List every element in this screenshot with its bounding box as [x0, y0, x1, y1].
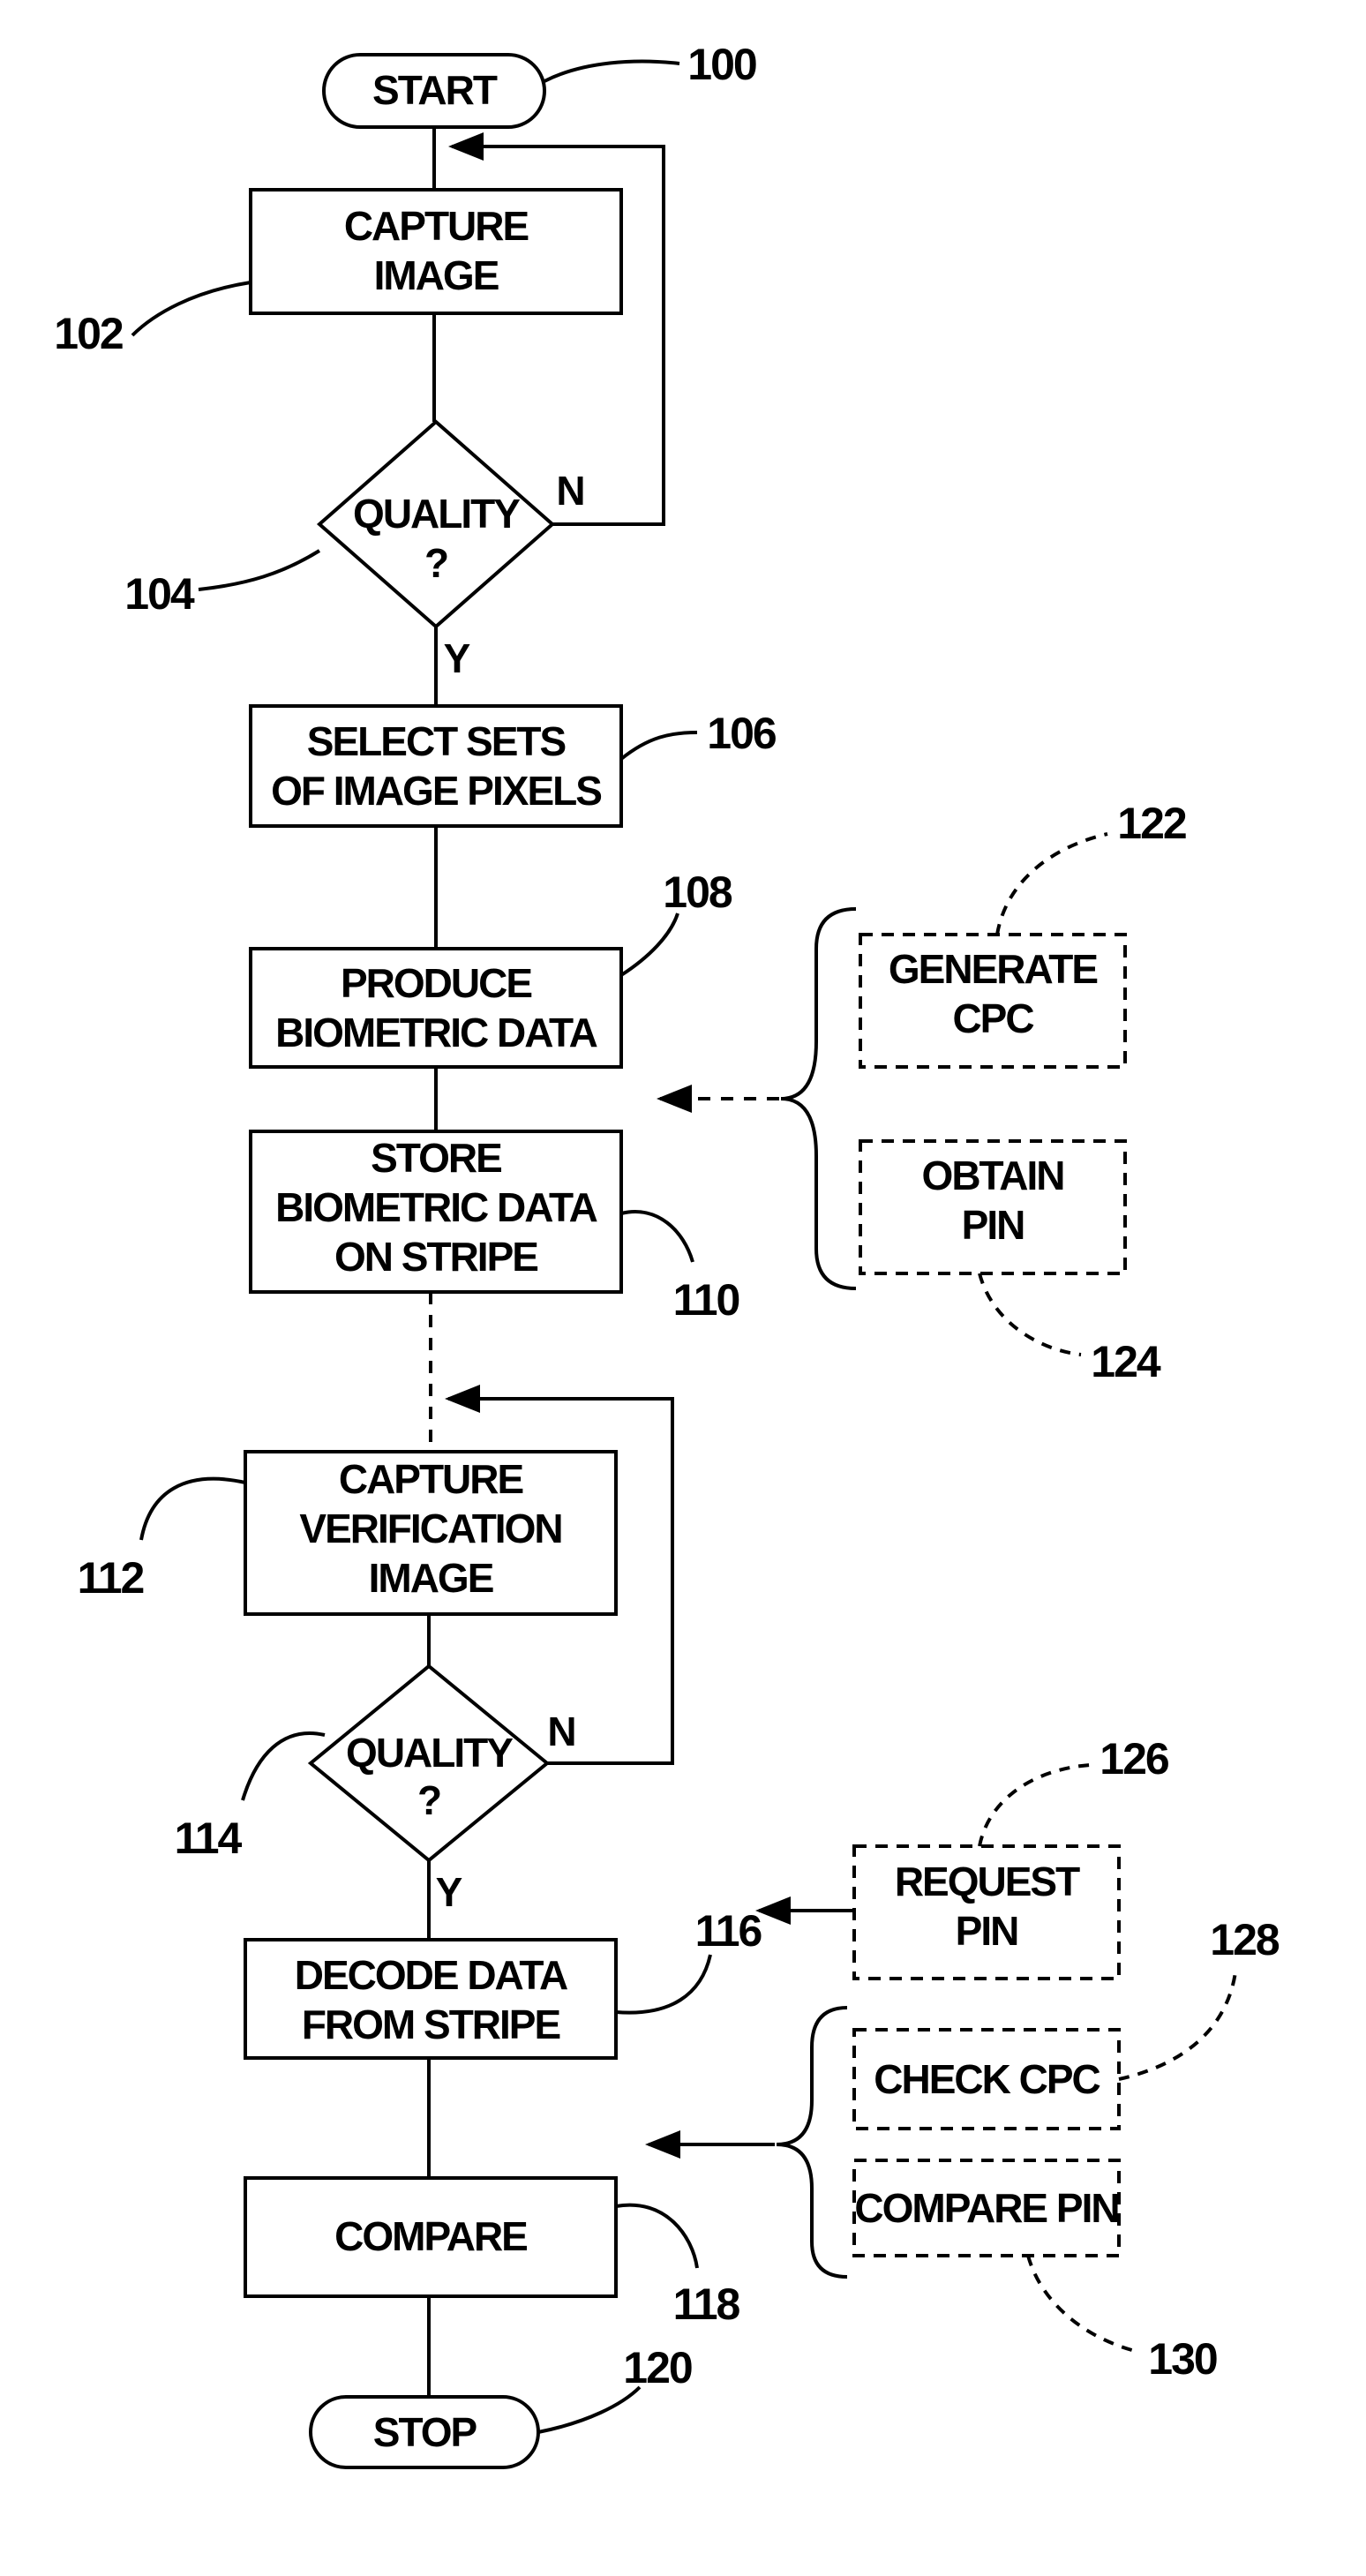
leader-102 — [132, 282, 251, 335]
check-cpc-label: CHECK CPC — [874, 2056, 1100, 2102]
leader-124 — [979, 1273, 1081, 1355]
ref-130: 130 — [1148, 2334, 1217, 2384]
ref-104: 104 — [124, 569, 195, 619]
ref-122: 122 — [1117, 799, 1186, 848]
store-biometric-label: ON STRIPE — [334, 1234, 537, 1280]
ref-102: 102 — [54, 309, 123, 358]
leader-110 — [621, 1212, 693, 1262]
ref-126: 126 — [1100, 1734, 1168, 1784]
leader-100 — [544, 61, 679, 81]
obtain-pin-label: PIN — [962, 1202, 1024, 1248]
quality-2-yes-label: Y — [436, 1869, 462, 1915]
produce-biometric-label: BIOMETRIC DATA — [275, 1010, 597, 1055]
brace-2 — [777, 2008, 847, 2277]
capture-image-label: IMAGE — [374, 252, 499, 298]
obtain-pin-label: OBTAIN — [922, 1153, 1064, 1198]
generate-cpc-label: CPC — [952, 995, 1033, 1041]
ref-124: 124 — [1091, 1337, 1161, 1386]
capture-verification-label: VERIFICATION — [299, 1506, 561, 1551]
request-pin-label: REQUEST — [895, 1859, 1080, 1904]
select-sets-label: OF IMAGE PIXELS — [271, 768, 601, 814]
quality-2-no-label: N — [547, 1709, 574, 1754]
ref-128: 128 — [1210, 1915, 1280, 1964]
leader-108 — [621, 913, 678, 975]
capture-image-label: CAPTURE — [344, 203, 529, 249]
quality-1-no-label: N — [556, 468, 583, 514]
start-label: START — [372, 67, 498, 113]
leader-130 — [1028, 2256, 1138, 2352]
capture-verification-label: IMAGE — [369, 1555, 493, 1601]
decode-data-label: FROM STRIPE — [302, 2001, 560, 2047]
produce-biometric-label: PRODUCE — [341, 960, 531, 1006]
select-sets-label: SELECT SETS — [307, 718, 566, 764]
capture-verification-label: CAPTURE — [339, 1456, 523, 1502]
leader-104 — [199, 551, 319, 590]
compare-pin-label: COMPARE PIN — [854, 2185, 1118, 2231]
compare-label: COMPARE — [334, 2213, 527, 2259]
ref-110: 110 — [673, 1275, 739, 1325]
store-biometric-label: BIOMETRIC DATA — [275, 1184, 597, 1230]
ref-108: 108 — [663, 867, 732, 917]
leader-128 — [1119, 1972, 1235, 2079]
quality-2-label: QUALITY — [346, 1730, 513, 1776]
leader-120 — [538, 2387, 640, 2432]
store-biometric-label: STORE — [371, 1135, 501, 1181]
ref-114: 114 — [175, 1814, 243, 1863]
leader-112 — [141, 1479, 245, 1540]
stop-label: STOP — [373, 2409, 477, 2455]
leader-122 — [997, 834, 1107, 935]
ref-106: 106 — [707, 709, 776, 758]
ref-112: 112 — [78, 1553, 144, 1603]
generate-cpc-label: GENERATE — [889, 946, 1097, 992]
quality-1-label: QUALITY — [353, 491, 520, 537]
ref-120: 120 — [623, 2343, 692, 2392]
brace-1 — [781, 909, 856, 1288]
quality-2-label: ? — [417, 1777, 440, 1823]
leader-106 — [621, 732, 697, 759]
ref-116: 116 — [695, 1906, 762, 1956]
quality-1-yes-label: Y — [444, 635, 470, 681]
decode-data-label: DECODE DATA — [295, 1952, 567, 1998]
ref-118: 118 — [673, 2279, 740, 2329]
leader-116 — [616, 1955, 710, 2013]
request-pin-label: PIN — [956, 1908, 1018, 1954]
leader-118 — [616, 2205, 697, 2268]
ref-100: 100 — [687, 40, 756, 89]
leader-126 — [979, 1765, 1090, 1846]
quality-1-label: ? — [424, 540, 447, 586]
